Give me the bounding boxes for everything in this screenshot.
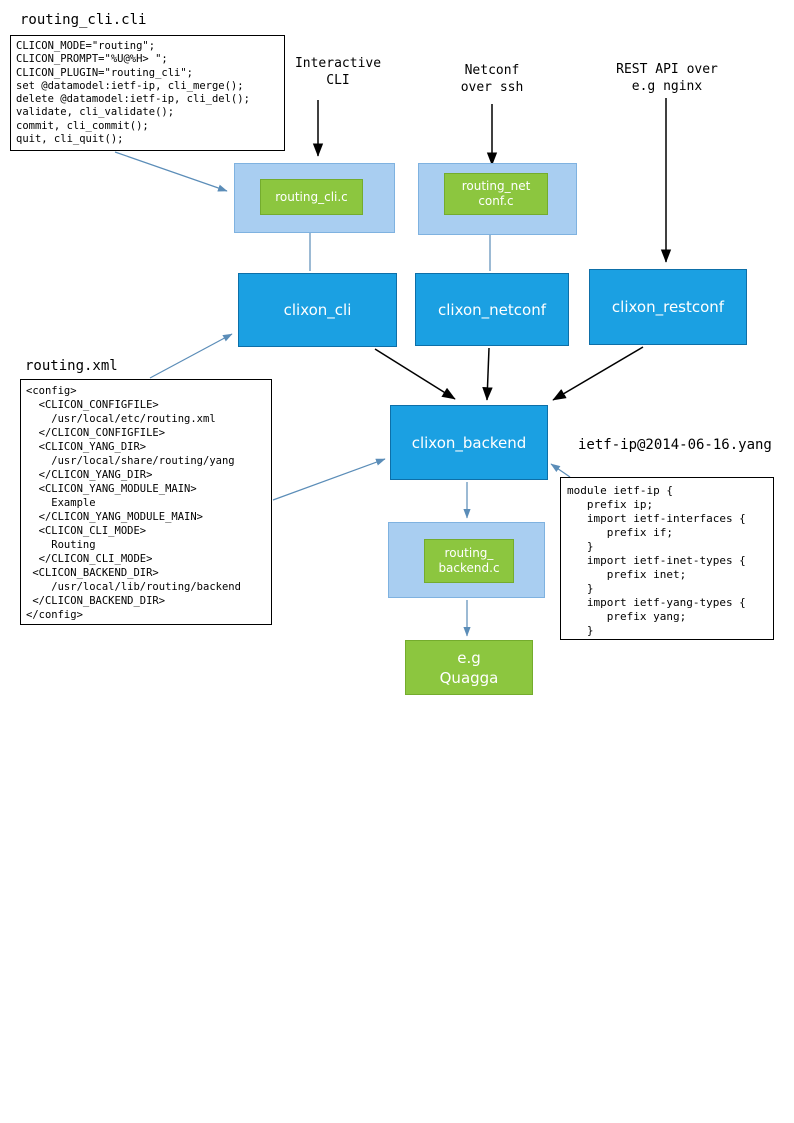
yang-file-label: ietf-ip@2014-06-16.yang	[578, 437, 772, 453]
routing-netconf-plugin-container: routing_net conf.c	[418, 163, 577, 235]
clixon-netconf-node: clixon_netconf	[415, 273, 569, 346]
arrow-clixon-restconf-to-backend	[552, 346, 644, 401]
interactive-cli-annotation: Interactive CLI	[294, 56, 382, 88]
routing-cli-c-node: routing_cli.c	[260, 179, 363, 215]
quagga-node: e.g Quagga	[405, 640, 533, 695]
clixon-backend-node: clixon_backend	[390, 405, 548, 480]
arrow-clixon-cli-to-backend	[374, 348, 456, 400]
routing-xml-file-label: routing.xml	[25, 358, 118, 374]
arrow-yang-to-backend	[550, 463, 571, 478]
arrow-routing-cli-code-to-plugin-box	[114, 151, 228, 192]
arrow-routing-xml-to-backend	[272, 458, 386, 501]
routing-backend-c-node: routing_ backend.c	[424, 539, 514, 583]
routing-cli-code-box: CLICON_MODE="routing"; CLICON_PROMPT="%U…	[10, 35, 285, 151]
routing-cli-plugin-container: routing_cli.c	[234, 163, 395, 233]
arrow-clixon-netconf-to-backend	[482, 347, 493, 401]
clixon-cli-node: clixon_cli	[238, 273, 397, 347]
routing-backend-plugin-container: routing_ backend.c	[388, 522, 545, 598]
rest-api-annotation: REST API over e.g nginx	[616, 62, 718, 94]
netconf-over-ssh-annotation: Netconf over ssh	[460, 63, 524, 95]
arrow-routing-xml-to-clixon-cli	[149, 333, 233, 379]
clixon-restconf-node: clixon_restconf	[589, 269, 747, 345]
routing-xml-code-box: <config> <CLICON_CONFIGFILE> /usr/local/…	[20, 379, 272, 625]
yang-module-code-box: module ietf-ip { prefix ip; import ietf-…	[560, 477, 774, 640]
routing-netconf-c-node: routing_net conf.c	[444, 173, 548, 215]
routing-cli-file-label: routing_cli.cli	[20, 12, 147, 28]
